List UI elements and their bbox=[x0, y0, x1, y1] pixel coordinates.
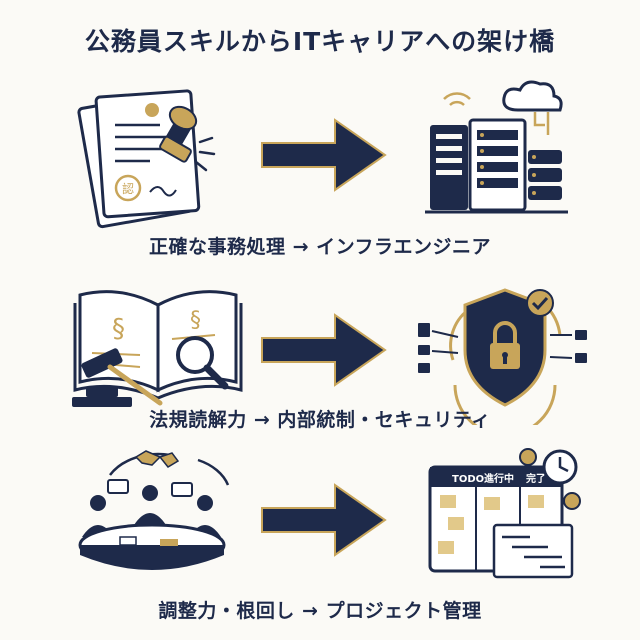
row-office-to-infra: 認 bbox=[0, 80, 640, 230]
svg-text:§: § bbox=[190, 308, 201, 333]
row-coordination-to-pm: TODO 進行中 完了 bbox=[0, 445, 640, 595]
row1-caption: 正確な事務処理 → インフラエンジニア bbox=[148, 236, 492, 258]
svg-text:§: § bbox=[112, 314, 125, 344]
security-shield-icon bbox=[418, 288, 587, 425]
page-title: 公務員スキルからITキャリアへの架け橋 bbox=[84, 27, 556, 56]
kanban-col-todo: TODO bbox=[452, 474, 484, 485]
row2-illustration: § § bbox=[72, 288, 587, 425]
server-cloud-icon bbox=[425, 80, 568, 214]
arrow-right-icon bbox=[261, 313, 387, 387]
seal-glyph: 認 bbox=[122, 181, 134, 196]
row3-caption: 調整力・根回し → プロジェクト管理 bbox=[158, 600, 482, 622]
arrow-right-icon bbox=[261, 118, 387, 192]
kanban-col-inprogress: 進行中 bbox=[484, 472, 514, 485]
row2-caption: 法規読解力 → 内部統制・セキュリティ bbox=[149, 409, 491, 431]
row-law-to-security: § § bbox=[0, 275, 640, 425]
law-book-gavel-icon: § § bbox=[72, 290, 243, 407]
kanban-col-done: 完了 bbox=[526, 472, 546, 485]
kanban-board-icon: TODO 進行中 完了 bbox=[428, 448, 581, 579]
document-stamp-icon: 認 bbox=[77, 89, 216, 229]
meeting-table-icon bbox=[78, 450, 230, 570]
row3-illustration: TODO 進行中 完了 bbox=[78, 448, 581, 579]
arrow-right-icon bbox=[261, 483, 387, 557]
row1-illustration: 認 bbox=[77, 80, 568, 229]
